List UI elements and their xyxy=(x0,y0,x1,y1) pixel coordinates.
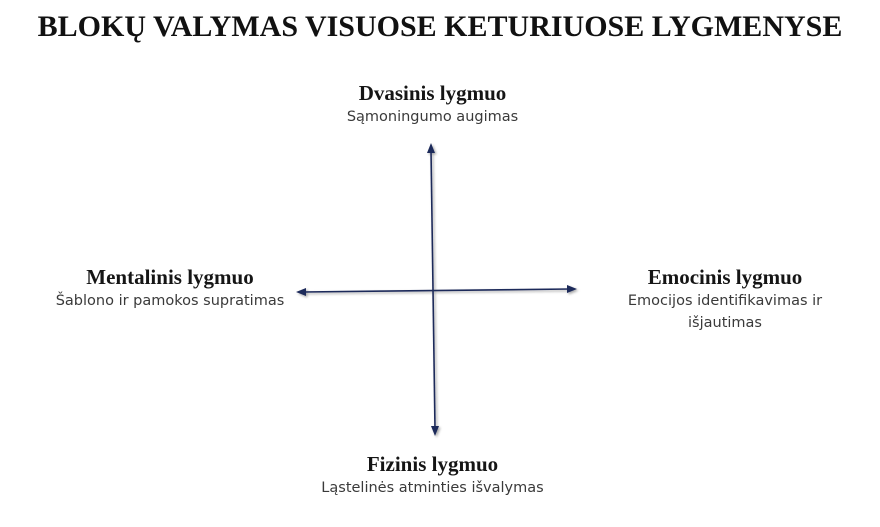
level-right-heading: Emocinis lygmuo xyxy=(647,265,803,289)
arrowhead-right xyxy=(567,285,577,293)
level-top-subtitle: Sąmoningumo augimas xyxy=(346,109,519,125)
vertical-axis-line xyxy=(430,149,436,430)
arrowhead-down xyxy=(431,426,439,436)
diagram-title: BLOKŲ VALYMAS VISUOSE KETURIUOSE LYGMENY… xyxy=(37,10,843,43)
arrowhead-left xyxy=(296,288,306,296)
level-top-spiritual: Dvasinis lygmuo Sąmoningumo augimas xyxy=(280,80,585,128)
level-bottom-heading: Fizinis lygmuo xyxy=(366,452,499,476)
level-right-emotional: Emocinis lygmuo Emocijos identifikavimas… xyxy=(590,264,860,334)
level-left-subtitle: Šablono ir pamokos supratimas xyxy=(55,293,285,309)
level-left-mental: Mentalinis lygmuo Šablono ir pamokos sup… xyxy=(20,264,320,312)
arrowhead-up xyxy=(427,143,435,153)
horizontal-axis-line xyxy=(302,288,571,293)
level-right-subtitle: Emocijos identifikavimas ir išjautimas xyxy=(627,293,823,331)
level-left-heading: Mentalinis lygmuo xyxy=(86,265,254,289)
level-top-heading: Dvasinis lygmuo xyxy=(358,81,507,105)
level-bottom-physical: Fizinis lygmuo Ląstelinės atminties išva… xyxy=(280,451,585,499)
level-bottom-subtitle: Ląstelinės atminties išvalymas xyxy=(321,480,544,496)
